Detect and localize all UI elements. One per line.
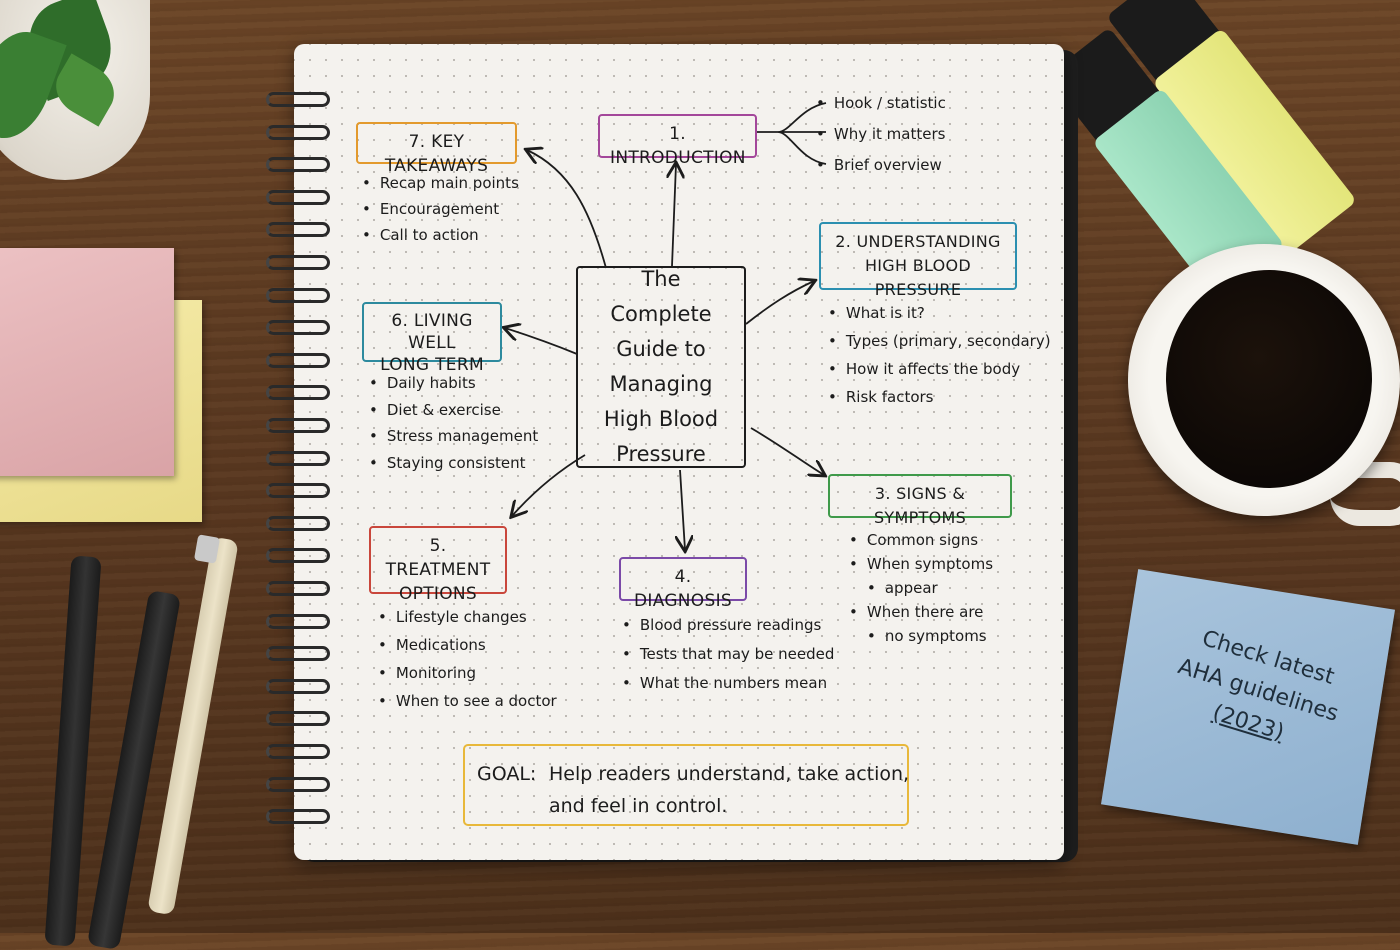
spiral-ring	[266, 287, 330, 303]
section-diagnosis-title: 4. DIAGNOSIS	[633, 567, 732, 611]
list-item: Blood pressure readings	[622, 611, 834, 640]
spiral-ring	[266, 483, 330, 499]
list-item: When there are	[849, 600, 993, 624]
list-item: Hook / statistic	[816, 88, 946, 119]
goal-label: GOAL:	[477, 763, 537, 785]
spiral-ring	[266, 646, 330, 662]
section-understanding-title: HIGH BLOOD PRESSURE	[864, 256, 972, 299]
section-understanding-title: 2. UNDERSTANDING	[835, 232, 1001, 251]
list-item: Diet & exercise	[369, 397, 538, 424]
goal-box: GOAL: Help readers understand, take acti…	[463, 744, 909, 826]
list-item: Daily habits	[369, 370, 538, 397]
section-living-title: 6. LIVING WELL	[391, 311, 473, 353]
section-understanding-box: 2. UNDERSTANDING HIGH BLOOD PRESSURE	[819, 222, 1017, 299]
list-item: Common signs	[849, 528, 993, 552]
arrow-to-introduction	[672, 164, 676, 267]
spiral-ring	[266, 189, 330, 205]
list-item: no symptoms	[849, 624, 993, 648]
section-introduction-title: 1. INTRODUCTION	[610, 124, 746, 168]
section-takeaways-box: 7. KEY TAKEAWAYS	[356, 122, 517, 176]
spiral-ring	[266, 157, 330, 173]
arrow-to-takeaways	[527, 150, 607, 269]
spiral-ring	[266, 744, 330, 759]
spiral-ring	[266, 255, 330, 270]
spiral-ring	[266, 548, 330, 564]
spiral-ring	[266, 809, 330, 825]
spiral-ring	[266, 352, 330, 368]
list-item: Staying consistent	[369, 450, 538, 477]
list-item: Types (primary, secondary)	[828, 327, 1051, 355]
section-signs-box: 3. SIGNS & SYMPTOMS	[828, 474, 1012, 527]
list-item: Call to action	[362, 222, 519, 248]
section-understanding-bullets: What is it? Types (primary, secondary) H…	[828, 299, 1051, 411]
center-title-line: Guide to	[616, 337, 706, 361]
section-living-box: 6. LIVING WELL LONG TERM	[362, 302, 502, 375]
list-item: When symptoms	[849, 552, 993, 576]
list-item: Monitoring	[378, 659, 557, 687]
list-item: Medications	[378, 631, 557, 659]
sticky-note-pink	[0, 248, 174, 476]
list-item: Risk factors	[828, 383, 1051, 411]
spiral-ring	[266, 418, 330, 433]
section-treatment-title: OPTIONS	[398, 584, 478, 604]
spiral-ring	[266, 92, 330, 107]
center-title-line: Pressure	[616, 442, 706, 466]
spiral-ring	[266, 678, 330, 694]
spiral-ring	[266, 776, 330, 792]
list-item: Stress management	[369, 423, 538, 450]
center-title-line: High Blood	[603, 407, 719, 431]
section-living-bullets: Daily habits Diet & exercise Stress mana…	[369, 370, 538, 476]
spiral-ring	[266, 515, 330, 531]
list-item: Lifestyle changes	[378, 603, 557, 631]
section-signs-bullets: Common signs When symptoms appear When t…	[849, 528, 993, 648]
arrow-to-understanding	[745, 281, 814, 325]
list-item: What the numbers mean	[622, 669, 834, 698]
section-introduction-box: 1. INTRODUCTION	[598, 114, 757, 168]
spiral-ring	[266, 124, 330, 140]
spiral-ring	[266, 320, 330, 336]
section-diagnosis-box: 4. DIAGNOSIS	[619, 557, 747, 611]
list-item: What is it?	[828, 299, 1051, 327]
center-topic-title: The Complete Guide to Managing High Bloo…	[591, 262, 731, 472]
section-diagnosis-bullets: Blood pressure readings Tests that may b…	[622, 611, 835, 698]
center-title-line: Managing	[609, 372, 713, 396]
section-treatment-title: 5. TREATMENT	[385, 536, 491, 580]
list-item: Why it matters	[816, 119, 946, 150]
spiral-ring	[266, 581, 330, 596]
list-item: Brief overview	[816, 150, 946, 181]
spiral-ring	[266, 450, 330, 466]
spiral-ring	[266, 222, 330, 238]
center-topic-box: The Complete Guide to Managing High Bloo…	[576, 266, 746, 468]
goal-text-line: Help readers understand, take action,	[549, 763, 910, 785]
arrow-to-diagnosis	[680, 469, 685, 550]
list-item: Tests that may be needed	[622, 640, 835, 669]
list-item: Recap main points	[362, 170, 519, 196]
list-item: How it affects the body	[828, 355, 1051, 383]
goal-text-line: and feel in control.	[549, 795, 728, 817]
intro-branch-lines	[757, 102, 827, 165]
arrow-to-signs	[750, 427, 824, 475]
list-item: When to see a doctor	[378, 687, 557, 715]
section-treatment-box: 5. TREATMENT OPTIONS	[369, 526, 507, 604]
section-takeaways-bullets: Recap main points Encouragement Call to …	[362, 170, 519, 248]
list-item: Encouragement	[362, 196, 519, 222]
coffee	[1166, 270, 1372, 488]
section-signs-title: 3. SIGNS & SYMPTOMS	[873, 484, 967, 527]
section-introduction-bullets: Hook / statistic Why it matters Brief ov…	[816, 88, 946, 181]
spiral-ring	[266, 613, 330, 629]
section-treatment-bullets: Lifestyle changes Medications Monitoring…	[378, 603, 557, 715]
center-title-line: The Complete	[610, 267, 712, 326]
spiral-ring	[266, 711, 330, 727]
spiral-ring	[266, 385, 330, 401]
list-item: appear	[849, 576, 993, 600]
arrow-to-living	[505, 328, 578, 355]
